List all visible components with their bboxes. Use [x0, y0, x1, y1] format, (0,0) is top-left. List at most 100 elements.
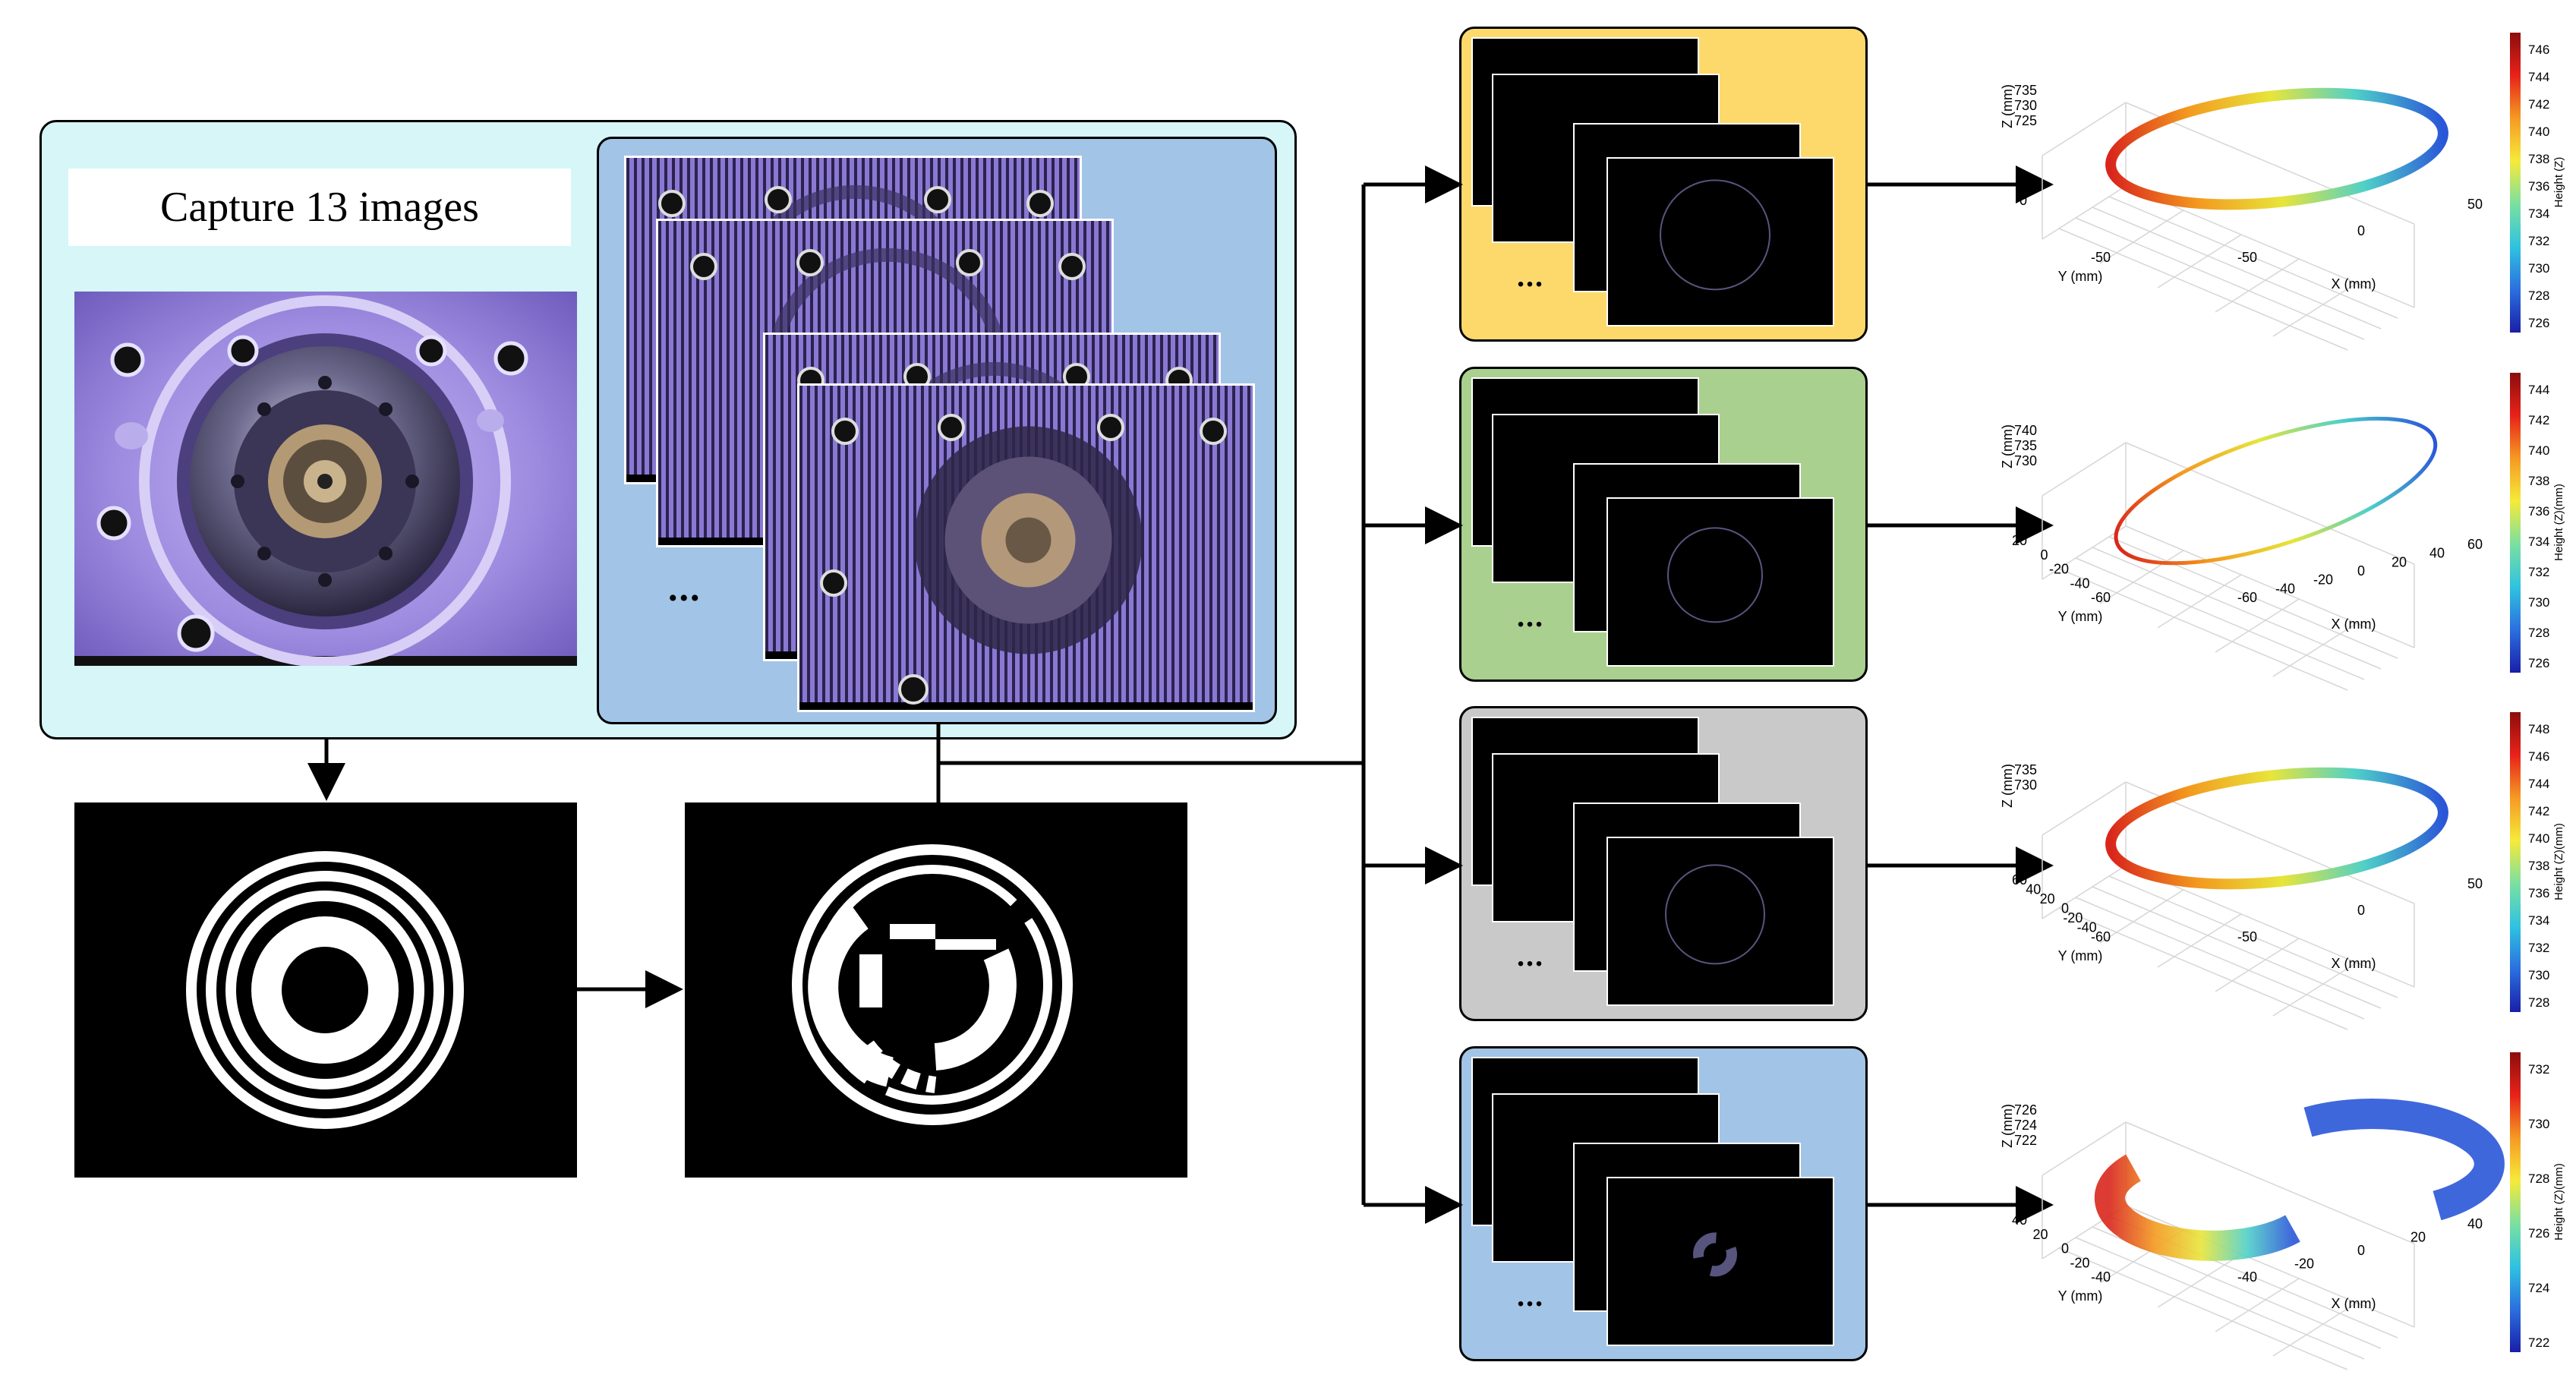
- x-tick-label: 40: [2429, 546, 2445, 561]
- axis-icon: [2125, 1205, 2415, 1328]
- grid-line: [2058, 1247, 2348, 1370]
- z-tick-label: 735: [2014, 762, 2037, 777]
- grid-line: [2215, 938, 2300, 992]
- y-axis-label: Y (mm): [2058, 269, 2103, 284]
- grid-line: [2099, 550, 2184, 604]
- axis-icon: [2125, 442, 2415, 565]
- grid-line: [2272, 962, 2357, 1017]
- x-tick-label: 0: [2357, 563, 2365, 579]
- y-tick-label: 20: [2040, 891, 2055, 907]
- z-axis-label: Z (mm): [2000, 764, 2015, 808]
- x-tick-label: 0: [2357, 1243, 2365, 1258]
- axis-icon: [2042, 442, 2127, 497]
- segmented-mask-art: [685, 802, 1187, 1178]
- z-tick-label: 730: [2014, 98, 2037, 113]
- group-ellipsis: ...: [1517, 1279, 1544, 1313]
- y-tick-label: -20: [2070, 1255, 2089, 1270]
- x-axis-label: X (mm): [2332, 956, 2376, 971]
- colorbar-tick-label: 732: [2528, 941, 2549, 955]
- z-tick-label: 725: [2014, 113, 2037, 128]
- colorbar-tick-label: 732: [2528, 565, 2549, 579]
- colorbar-tick-label: 746: [2528, 43, 2549, 57]
- colorbar-tick-label: 726: [2528, 656, 2549, 670]
- axis-icon: [2042, 102, 2127, 156]
- z-tick-label: 722: [2014, 1133, 2037, 1148]
- grid-line: [2215, 598, 2300, 653]
- height-data-ring: [2105, 87, 2448, 210]
- colorbar-tick-label: 726: [2528, 1226, 2549, 1241]
- group-ellipsis: ...: [1517, 259, 1544, 293]
- x-tick-label: 20: [2410, 1230, 2426, 1245]
- height-data-arc: [2094, 1154, 2300, 1261]
- colorbar-label: Height (Z)(mm): [2552, 484, 2565, 561]
- colorbar-label: Height (Z)(mm): [2552, 1163, 2565, 1241]
- group-ellipsis: ...: [1517, 599, 1544, 633]
- colorbar-tick-label: 742: [2528, 97, 2549, 112]
- colorbar-tick-label: 736: [2528, 504, 2549, 519]
- y-tick-label: 40: [2012, 1212, 2027, 1228]
- component-photo-art: [74, 292, 577, 666]
- y-tick-label: 0: [2019, 193, 2027, 208]
- colorbar-tick-label: 744: [2528, 70, 2549, 84]
- grid-line: [2075, 557, 2365, 680]
- y-axis-label: Y (mm): [2058, 948, 2103, 963]
- colorbar-tick-label: 740: [2528, 831, 2549, 846]
- fringe-image: [797, 383, 1255, 712]
- colorbar-tick-label: 738: [2528, 152, 2549, 166]
- grid-line: [2075, 1237, 2365, 1360]
- grid-line: [2092, 207, 2382, 330]
- x-tick-label: 0: [2357, 903, 2365, 918]
- height-data-arc: [2303, 1099, 2505, 1221]
- y-tick-label: -40: [2091, 1269, 2111, 1285]
- x-axis-label: X (mm): [2332, 276, 2376, 292]
- y-tick-label: -20: [2049, 562, 2069, 577]
- x-tick-label: -40: [2237, 1269, 2257, 1285]
- colorbar-tick-label: 742: [2528, 413, 2549, 427]
- colorbar-tick-label: 728: [2528, 995, 2549, 1010]
- colorbar-tick-label: 744: [2528, 777, 2549, 791]
- grid-line: [2099, 889, 2184, 944]
- colorbar-tick-label: 732: [2528, 234, 2549, 248]
- colorbar-tick-label: 724: [2528, 1281, 2549, 1295]
- phase-image: [1606, 837, 1834, 1006]
- colorbar-tick-label: 740: [2528, 125, 2549, 139]
- colorbar-tick-label: 730: [2528, 1117, 2549, 1131]
- colorbar-tick-label: 742: [2528, 804, 2549, 818]
- segmented-mask-image: [685, 802, 1187, 1178]
- z-tick-label: 735: [2014, 438, 2037, 453]
- phase-image: [1606, 497, 1834, 667]
- axis-icon: [2042, 185, 2127, 240]
- grid-line: [2215, 258, 2300, 313]
- colorbar-tick-label: 728: [2528, 1171, 2549, 1186]
- axis-icon: [2125, 525, 2415, 648]
- colorbar-tick-label: 730: [2528, 261, 2549, 276]
- x-tick-label: -50: [2237, 250, 2257, 265]
- grid-line: [2272, 1302, 2357, 1357]
- axis-icon: [2042, 781, 2127, 836]
- colorbar-label: Height (Z): [2552, 157, 2565, 208]
- axis-icon: [2042, 525, 2127, 580]
- grid-line: [2058, 568, 2348, 691]
- colorbar: [2510, 33, 2521, 333]
- colorbar-tick-label: 722: [2528, 1335, 2549, 1350]
- x-tick-label: 20: [2392, 554, 2407, 569]
- ring-mask-art: [74, 802, 577, 1178]
- y-tick-label: -20: [2063, 910, 2083, 925]
- axis-icon: [2042, 1121, 2127, 1176]
- colorbar-tick-label: 738: [2528, 859, 2549, 873]
- grid-line: [2157, 1253, 2242, 1308]
- grid-line: [2157, 234, 2242, 289]
- colorbar-tick-label: 728: [2528, 626, 2549, 640]
- grid-line: [2157, 913, 2242, 968]
- grid-line: [2108, 196, 2398, 319]
- colorbar: [2510, 373, 2521, 673]
- y-tick-label: -40: [2077, 920, 2097, 935]
- phase-image: [1606, 1177, 1834, 1346]
- z-tick-label: 726: [2014, 1102, 2037, 1118]
- plot-axes-box: [2042, 1121, 2415, 1370]
- z-tick-label: 730: [2014, 453, 2037, 468]
